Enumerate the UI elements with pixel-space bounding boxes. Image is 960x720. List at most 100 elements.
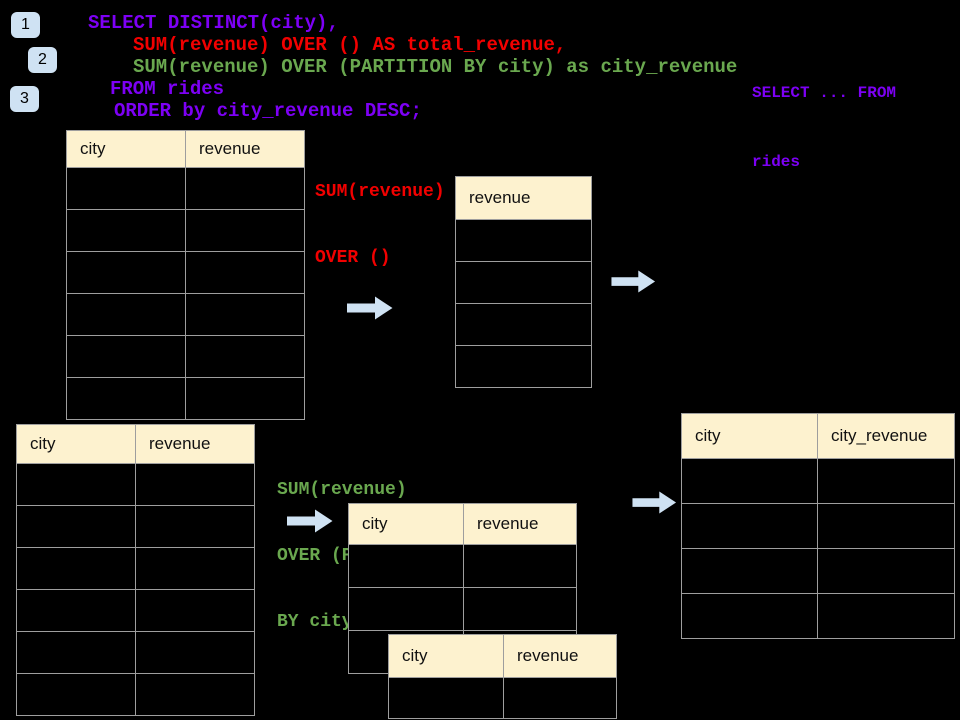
empty-cell [186,210,304,251]
table-row [67,293,304,335]
table-partition-front: city revenue [388,634,617,719]
table-source-bottom-header: city revenue [17,425,254,463]
empty-cell [67,336,186,377]
arrow-right-icon [347,296,393,320]
empty-cell [136,674,254,715]
column-header-city: city [349,504,464,544]
empty-cell [17,548,136,589]
empty-cell [456,304,591,345]
column-header-revenue: revenue [477,514,539,533]
table-source-top-header: city revenue [67,131,304,167]
table-row [67,251,304,293]
table-row [17,463,254,505]
table-row [389,677,616,718]
annotation-partition-line1: SUM(revenue) [277,480,407,500]
empty-cell [456,346,591,387]
table-partition-front-header: city revenue [389,635,616,677]
empty-cell [136,506,254,547]
empty-cell [464,588,576,630]
empty-cell [456,220,591,261]
empty-cell [349,545,464,587]
empty-cell [818,504,954,548]
empty-cell [67,378,186,419]
empty-cell [67,210,186,251]
sql-line-select: SELECT DISTINCT(city), [88,12,339,34]
table-row [17,589,254,631]
table-final-result-header: city city_revenue [682,414,954,458]
table-partition-mid-header: city revenue [349,504,576,544]
annotation-total-line1: SUM(revenue) [315,182,445,202]
column-header-city: city [67,131,186,167]
empty-cell [136,548,254,589]
table-row [67,209,304,251]
empty-cell [67,252,186,293]
table-final-result: city city_revenue [681,413,955,639]
table-total-revenue-header: revenue [456,177,591,219]
column-header-city: city [389,635,504,677]
sql-line-from: FROM rides [110,78,225,100]
empty-cell [186,252,304,293]
column-header-revenue: revenue [199,139,261,158]
table-row [682,548,954,593]
table-row [456,345,591,387]
table-row [17,547,254,589]
table-row [67,335,304,377]
side-note-line2: rides [752,153,801,171]
empty-cell [389,678,504,718]
side-note-line1: SELECT ... FROM [752,84,897,102]
empty-cell [186,294,304,335]
empty-cell [818,459,954,503]
step-badge-3: 3 [10,86,39,112]
empty-cell [186,378,304,419]
empty-cell [186,336,304,377]
empty-cell [17,464,136,505]
table-row [682,458,954,503]
empty-cell [136,464,254,505]
table-row [456,219,591,261]
table-row [456,261,591,303]
table-row [456,303,591,345]
table-row [349,587,576,630]
table-source-top: city revenue [66,130,305,420]
empty-cell [136,632,254,673]
step-badge-1: 1 [11,12,40,38]
empty-cell [682,504,818,548]
side-note: SELECT ... FROM rides [752,36,896,197]
arrow-right-icon [632,491,677,514]
step-badge-2: 2 [28,47,57,73]
empty-cell [682,459,818,503]
empty-cell [682,594,818,638]
table-row [17,505,254,547]
empty-cell [17,590,136,631]
table-source-bottom: city revenue [16,424,255,716]
table-total-revenue: revenue [455,176,592,388]
table-row [67,377,304,419]
empty-cell [504,678,616,718]
sql-line-total: SUM(revenue) OVER () AS total_revenue, [133,34,567,56]
column-header-city: city [17,425,136,463]
empty-cell [136,590,254,631]
table-row [349,544,576,587]
table-row [17,673,254,715]
column-header-revenue: revenue [517,646,579,665]
empty-cell [17,632,136,673]
table-row [17,631,254,673]
table-row [67,167,304,209]
column-header-city: city [682,414,818,458]
table-row [682,503,954,548]
sql-line-partition: SUM(revenue) OVER (PARTITION BY city) as… [133,56,738,78]
empty-cell [67,294,186,335]
arrow-right-icon [611,270,656,293]
table-row [682,593,954,638]
empty-cell [456,262,591,303]
empty-cell [818,549,954,593]
annotation-total-line2: OVER () [315,248,391,268]
empty-cell [464,545,576,587]
arrow-right-icon [287,509,333,533]
empty-cell [67,168,186,209]
empty-cell [17,506,136,547]
column-header-revenue: revenue [149,434,211,453]
empty-cell [186,168,304,209]
empty-cell [818,594,954,638]
empty-cell [682,549,818,593]
